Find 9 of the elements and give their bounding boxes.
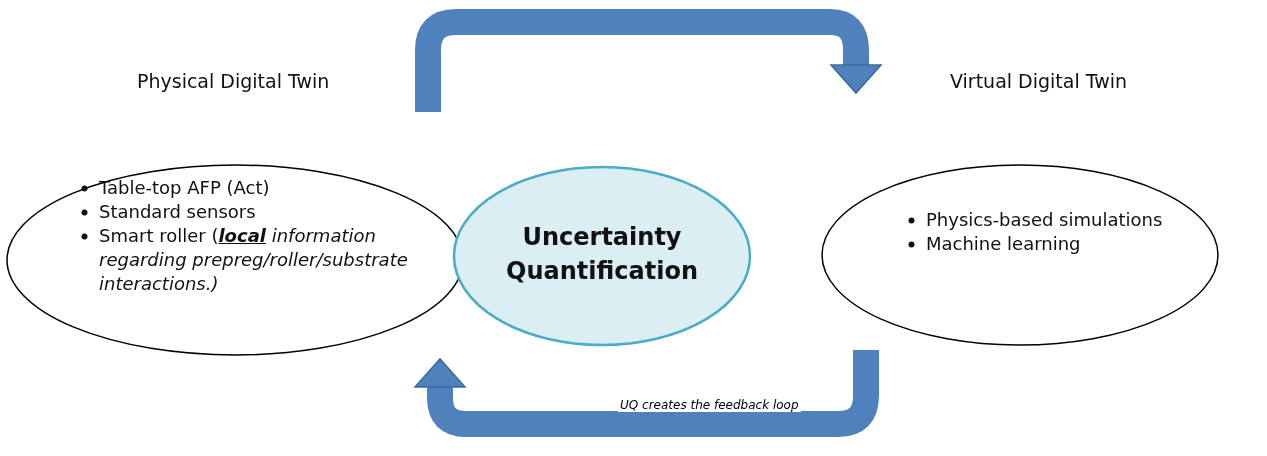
bullet-item: Smart roller (local information regarding prepreg/roller/substrate interactions.): [77, 224, 434, 296]
heading: Physical Digital Twin: [137, 70, 330, 92]
bullet-item: Table-top AFP (Act): [77, 176, 434, 200]
edge-label: UQ creates the feedback loop: [618, 398, 801, 412]
heading: Virtual Digital Twin: [950, 70, 1128, 92]
bullet-item: Machine learning: [904, 232, 1236, 256]
title-text: Uncertainty Quantification: [505, 222, 699, 287]
bullet-item: Standard sensors: [77, 200, 434, 224]
bullet-item: Physics-based simulations: [904, 208, 1236, 232]
